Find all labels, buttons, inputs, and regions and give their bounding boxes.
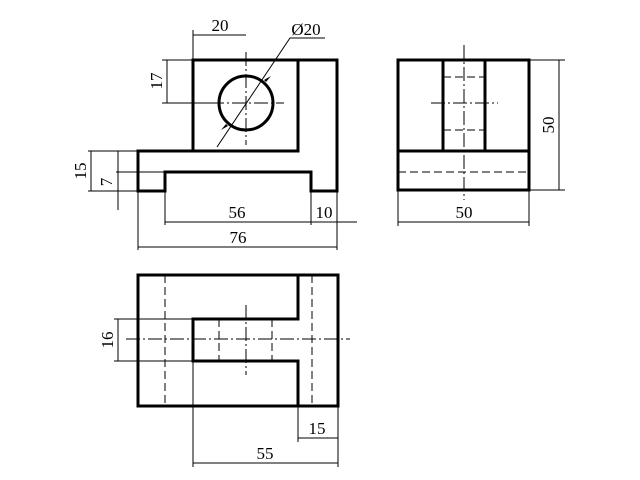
dim-base-height: 15 [71,163,90,180]
dim-total-width: 76 [230,228,247,247]
dim-notch-width: 56 [229,203,246,222]
dim-hole-height: 17 [147,72,166,90]
arrow-icon [264,76,271,82]
dim-hole-offset: 20 [212,16,229,35]
dim-side-width: 50 [456,203,473,222]
dim-slot-width: 16 [98,332,117,349]
dim-side-height: 50 [539,117,558,134]
dim-right-foot: 10 [316,203,333,222]
front-outline [136,58,339,193]
front-view: 20 Ø20 17 15 7 56 10 76 [71,16,357,250]
side-view: 50 50 [396,45,565,226]
dim-hole-diameter: Ø20 [291,20,320,39]
diameter-leader [216,37,325,148]
dim-slot-length: 55 [257,444,274,463]
top-outline [136,273,340,408]
top-view: 16 15 55 [98,273,350,467]
dim-right-wall: 15 [309,419,326,438]
arrow-icon [221,124,228,130]
dim-notch-height: 7 [97,177,116,186]
